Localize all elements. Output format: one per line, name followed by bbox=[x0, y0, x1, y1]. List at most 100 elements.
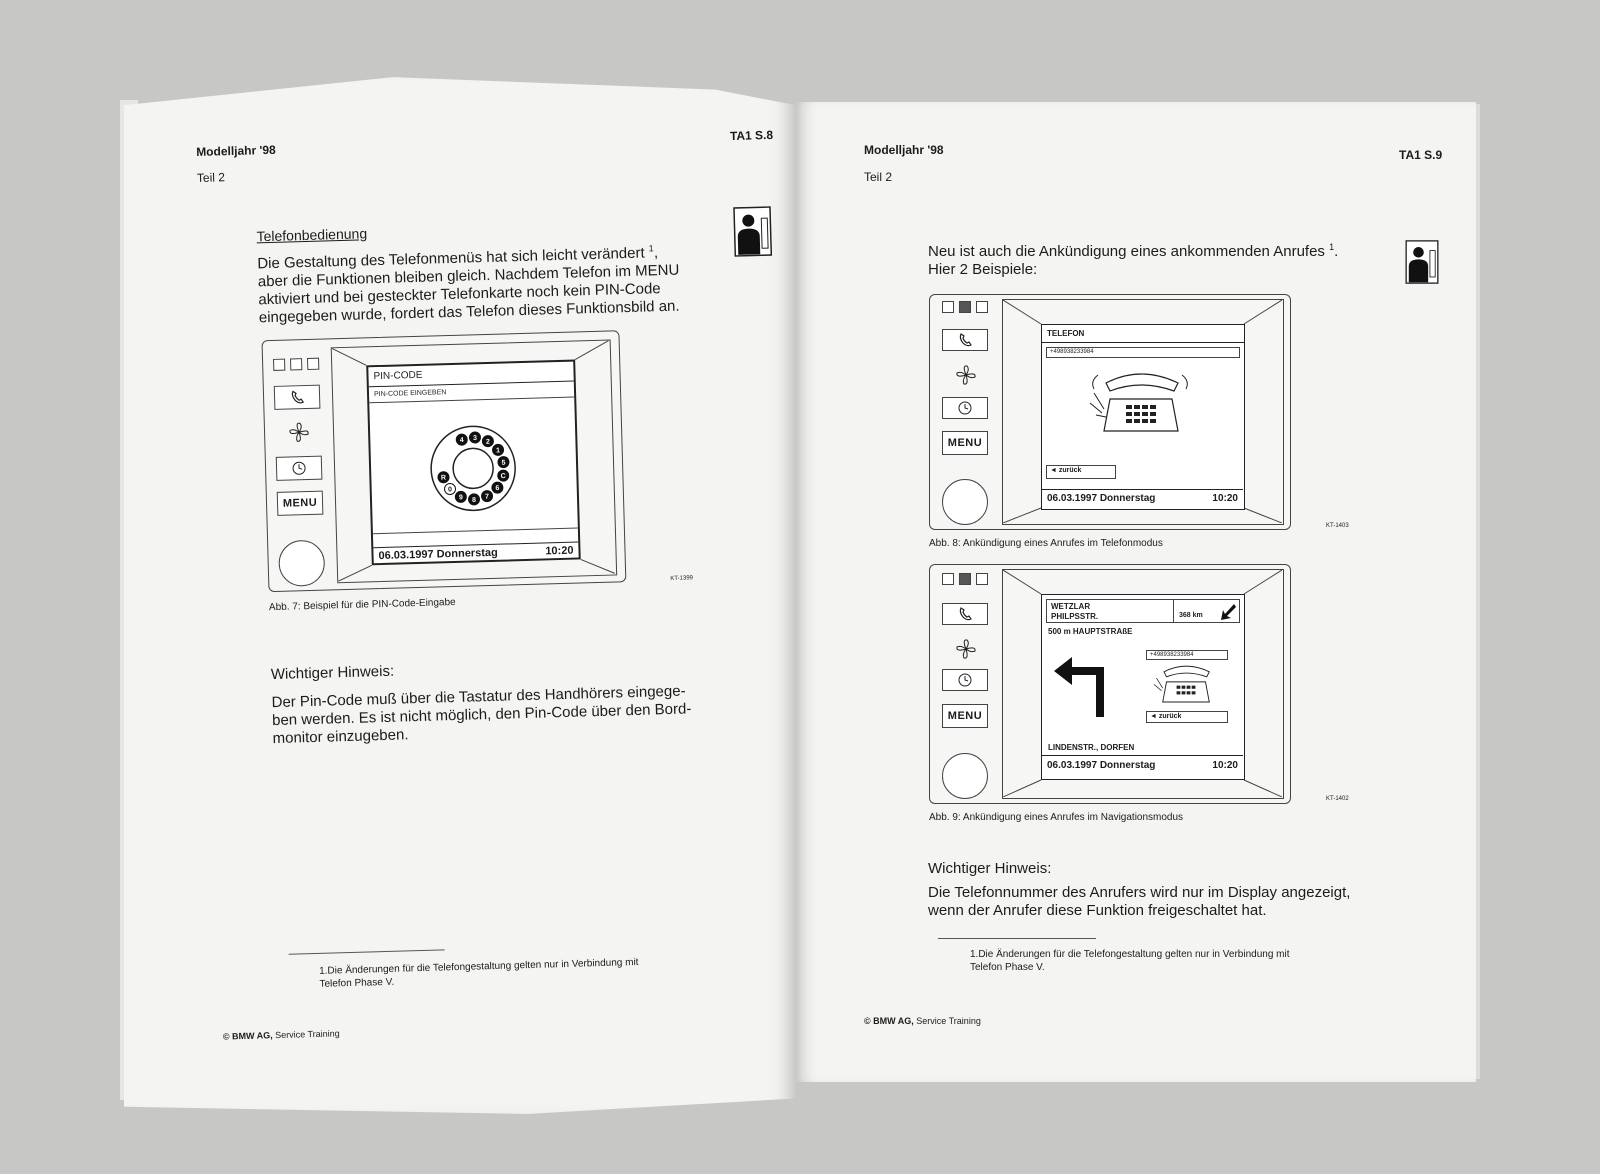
rotary-knob bbox=[942, 479, 988, 525]
left-page: Modelljahr '98 Teil 2 TA1 S.8 Telefonbed… bbox=[124, 77, 796, 1114]
fan-icon bbox=[956, 365, 976, 385]
dial-hole bbox=[497, 456, 510, 469]
status-time: 10:20 bbox=[1212, 493, 1238, 504]
dial-digit: C bbox=[501, 473, 506, 480]
screen-divider bbox=[372, 527, 578, 535]
menu-button: MENU bbox=[276, 490, 324, 516]
copyright-rest: Service Training bbox=[272, 1028, 340, 1041]
right-header-page-code: TA1 S.9 bbox=[1399, 148, 1443, 162]
intro-paragraph: Die Gestaltung des Telefonmenüs hat sich… bbox=[257, 238, 709, 328]
dial-digit: 6 bbox=[495, 485, 499, 492]
bezel-perspective-lines bbox=[1003, 300, 1282, 523]
back-button: ◄ zurück bbox=[1046, 465, 1116, 479]
screen-title: TELEFON bbox=[1042, 325, 1244, 343]
note-text: Die Telefonnummer des Anrufers wird nur … bbox=[928, 884, 1398, 920]
status-time: 10:20 bbox=[545, 544, 574, 558]
footnote-line: 1.Die Änderungen für die Telefongestaltu… bbox=[970, 949, 1290, 960]
dial-hole bbox=[492, 443, 505, 456]
phone-button bbox=[942, 603, 988, 625]
monitor-bezel: WETZLAR PHILPSSTR. 368 km 500 m HAUPTSTR… bbox=[1002, 569, 1284, 799]
dial-hole bbox=[468, 431, 481, 444]
caller-number-field: +498938233984 bbox=[1046, 347, 1240, 358]
indicator-square bbox=[976, 301, 988, 313]
screen-status-bar: 06.03.1997 Donnerstag 10:20 bbox=[1042, 755, 1243, 777]
footnote-mark: 1 bbox=[1329, 242, 1335, 252]
clock-button bbox=[942, 669, 988, 691]
footnote: 1.Die Änderungen für die Telefongestaltu… bbox=[319, 953, 740, 991]
direction-arrow-icon bbox=[1221, 604, 1236, 620]
note-line: Die Telefonnummer des Anrufers wird nur … bbox=[928, 884, 1351, 901]
dial-hole bbox=[455, 433, 468, 446]
navigation-mode-monitor-figure: MENU WETZLAR PHILPSSTR. 368 km 500 m HAU… bbox=[929, 564, 1291, 804]
footnote: 1.Die Änderungen für die Telefongestaltu… bbox=[970, 948, 1390, 974]
dial-digit: 9 bbox=[459, 494, 463, 501]
reader-person-icon bbox=[1405, 240, 1439, 284]
ringing-telephone-icon bbox=[1089, 373, 1188, 432]
indicator-squares bbox=[942, 301, 988, 313]
monitor-screen: WETZLAR PHILPSSTR. 368 km 500 m HAUPTSTR… bbox=[1041, 594, 1245, 780]
rotary-knob bbox=[942, 753, 988, 799]
distance-to-destination: 368 km bbox=[1179, 612, 1203, 619]
dial-digit: 5 bbox=[501, 460, 505, 467]
right-header-title: Modelljahr '98 bbox=[864, 143, 944, 157]
dial-digit: 2 bbox=[486, 439, 490, 446]
figure-7-code: KT-1399 bbox=[670, 575, 694, 582]
indicator-square bbox=[942, 573, 954, 585]
screen-status-bar: 06.03.1997 Donnerstag 10:20 bbox=[373, 541, 579, 564]
dial-hole bbox=[491, 481, 504, 494]
note-title: Wichtiger Hinweis: bbox=[270, 662, 395, 684]
dial-digit: 1 bbox=[496, 447, 500, 454]
indicator-squares bbox=[273, 357, 320, 371]
bezel-perspective-lines bbox=[1003, 570, 1282, 797]
caller-number-field: +498938233984 bbox=[1146, 650, 1228, 660]
left-header-title: Modelljahr '98 bbox=[196, 142, 276, 160]
dial-digit: 0 bbox=[448, 486, 452, 493]
destination-divider bbox=[1173, 600, 1174, 622]
left-header-subtitle: Teil 2 bbox=[196, 170, 226, 186]
next-turn-instruction: 500 m HAUPTSTRAßE bbox=[1048, 627, 1133, 636]
clock-button bbox=[942, 397, 988, 419]
dial-digit: R bbox=[441, 475, 446, 482]
clock-icon bbox=[292, 461, 306, 475]
indicator-square-active bbox=[959, 301, 971, 313]
intro-line: Neu ist auch die Ankündigung eines ankom… bbox=[928, 242, 1339, 260]
figure-8-code: KT-1403 bbox=[1326, 523, 1349, 529]
indicator-square bbox=[273, 358, 286, 371]
turn-left-arrow-icon bbox=[1054, 657, 1104, 717]
left-header-page-code: TA1 S.8 bbox=[729, 127, 774, 144]
intro-text: Neu ist auch die Ankündigung eines ankom… bbox=[928, 238, 1388, 279]
fan-icon-wrap bbox=[954, 363, 978, 392]
status-time: 10:20 bbox=[1212, 760, 1238, 771]
dial-digit: 8 bbox=[472, 497, 476, 504]
screen-status-bar: 06.03.1997 Donnerstag 10:20 bbox=[1042, 489, 1243, 507]
indicator-square-active bbox=[959, 573, 971, 585]
fan-icon bbox=[289, 422, 309, 442]
current-road: LINDENSTR., DORFEN bbox=[1048, 743, 1135, 752]
status-date: 06.03.1997 Donnerstag bbox=[1047, 493, 1156, 504]
intro-line: Hier 2 Beispiele: bbox=[928, 261, 1038, 278]
figure-8-caption: Abb. 8: Ankündigung eines Anrufes im Tel… bbox=[929, 538, 1163, 549]
phone-handset-icon bbox=[959, 607, 972, 621]
back-button: ◄ zurück bbox=[1146, 711, 1228, 723]
dial-hole bbox=[481, 435, 494, 448]
destination-street: PHILPSSTR. bbox=[1051, 612, 1099, 621]
copyright-bold: © BMW AG, bbox=[864, 1016, 914, 1026]
indicator-square bbox=[290, 358, 303, 371]
monitor-screen: TELEFON +498938233984 ◄ zurück 06.03.199… bbox=[1041, 324, 1245, 510]
dial-digit: 3 bbox=[473, 435, 477, 442]
footnote-separator bbox=[288, 949, 445, 955]
reader-person-icon bbox=[733, 206, 773, 257]
dial-hole bbox=[497, 469, 510, 482]
fan-icon-wrap bbox=[954, 637, 978, 666]
figure-7-caption: Abb. 7: Beispiel für die PIN-Code-Eingab… bbox=[268, 596, 456, 614]
clock-icon bbox=[958, 673, 972, 687]
dial-hole bbox=[468, 493, 481, 506]
left-page-content: Modelljahr '98 Teil 2 TA1 S.8 Telefonbed… bbox=[124, 77, 796, 1113]
right-header-subtitle: Teil 2 bbox=[864, 170, 893, 184]
copyright-rest: Service Training bbox=[913, 1016, 981, 1026]
phone-button bbox=[273, 384, 321, 410]
indicator-square bbox=[307, 357, 320, 370]
dial-hole bbox=[454, 490, 467, 503]
fan-icon-wrap bbox=[287, 420, 312, 450]
